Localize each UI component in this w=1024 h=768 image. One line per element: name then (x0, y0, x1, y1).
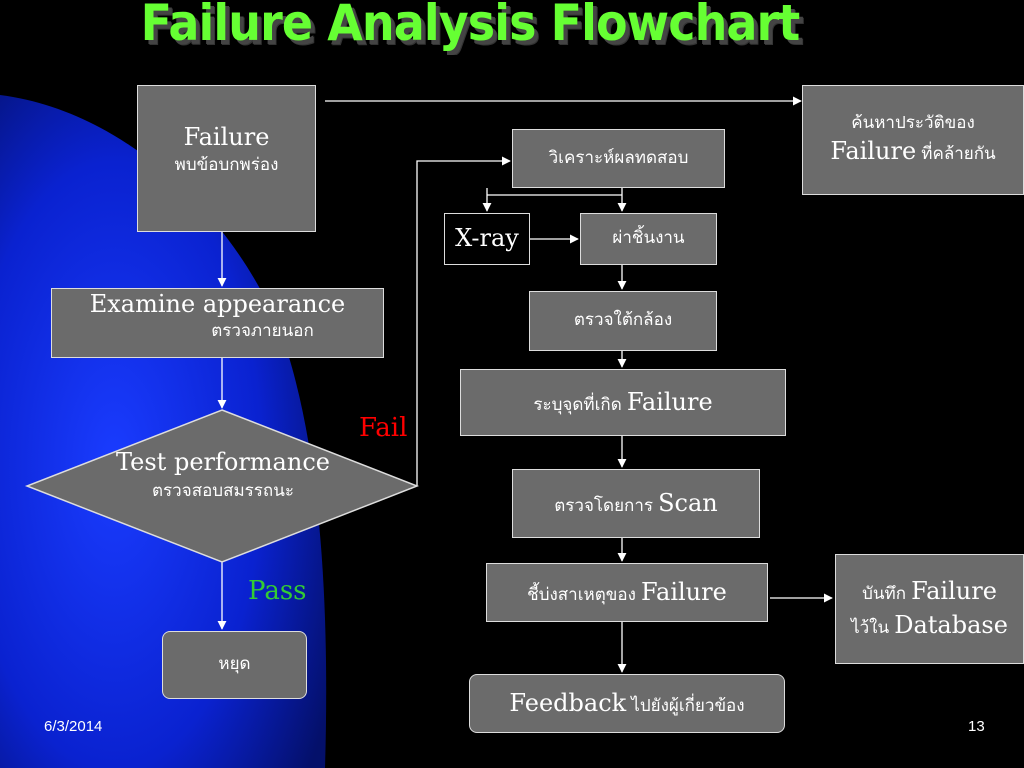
node-test-label: Test performance (116, 448, 330, 476)
test-performance-diamond (24, 409, 420, 563)
node-locate-text: ระบุจุดที่เกิด Failure (533, 387, 713, 417)
node-record-en2: Database (894, 611, 1008, 639)
node-xray-label: X-ray (455, 224, 519, 253)
node-feedback-en: Feedback (509, 688, 627, 717)
slide-page-number: 13 (968, 718, 985, 735)
node-feedback-th: ไปยังผู้เกี่ยวข้อง (631, 695, 745, 716)
node-locate-th: ระบุจุดที่เกิด (533, 394, 622, 415)
node-analyze-label: วิเคราะห์ผลทดสอบ (548, 147, 689, 168)
node-record-th2: ไว้ใน (851, 618, 890, 638)
node-test: Test performance ตรวจสอบสมรรถนะ (28, 448, 418, 501)
node-history-th: ที่คล้ายกัน (921, 143, 996, 164)
arrow-test-fail-to-analyze (416, 156, 511, 486)
slide-date: 6/3/2014 (44, 718, 103, 735)
node-failure-sublabel: พบข้อบกพร่อง (174, 154, 279, 175)
node-xray: X-ray (444, 213, 530, 265)
node-record-line2: ไว้ใน Database (851, 611, 1008, 640)
node-examine-sublabel: ตรวจภายนอก (211, 320, 314, 341)
node-history: ค้นหาประวัติของ Failure ที่คล้ายกัน (802, 85, 1024, 195)
node-cause-en: Failure (641, 577, 727, 606)
node-microscope: ตรวจใต้กล้อง (529, 291, 717, 351)
node-scan: ตรวจโดยการ Scan (512, 469, 760, 538)
edge-label-pass: Pass (248, 576, 307, 606)
node-cause: ชี้บ่งสาเหตุของ Failure (486, 563, 768, 622)
node-examine-label: Examine appearance (89, 290, 346, 318)
node-analyze: วิเคราะห์ผลทดสอบ (512, 129, 725, 188)
node-stop-label: หยุด (218, 654, 251, 675)
node-history-label: ค้นหาประวัติของ (851, 113, 975, 134)
node-record-line1: บันทึก Failure (862, 578, 997, 606)
node-locate: ระบุจุดที่เกิด Failure (460, 369, 786, 436)
edge-label-fail: Fail (359, 413, 408, 443)
node-failure: Failure พบข้อบกพร่อง (137, 85, 316, 232)
node-history-line2: Failure ที่คล้ายกัน (830, 136, 996, 166)
node-cause-th: ชี้บ่งสาเหตุของ (527, 584, 636, 605)
node-locate-en: Failure (626, 387, 713, 416)
slide-title: Failure Analysis Flowchart (140, 0, 801, 52)
node-cause-text: ชี้บ่งสาเหตุของ Failure (527, 577, 727, 607)
node-record-en1: Failure (911, 577, 997, 606)
node-record-th1: บันทึก (862, 584, 906, 605)
node-feedback: Feedback ไปยังผู้เกี่ยวข้อง (469, 674, 785, 733)
blue-swoosh-shape (0, 95, 327, 768)
node-scan-th: ตรวจโดยการ (554, 495, 654, 516)
node-failure-label: Failure (183, 123, 270, 151)
node-scan-en: Scan (658, 488, 718, 517)
node-stop: หยุด (162, 631, 307, 699)
node-microscope-label: ตรวจใต้กล้อง (573, 310, 673, 331)
node-history-en: Failure (830, 136, 917, 165)
node-scan-text: ตรวจโดยการ Scan (554, 488, 718, 518)
node-feedback-text: Feedback ไปยังผู้เกี่ยวข้อง (509, 688, 745, 718)
node-cut: ผ่าชิ้นงาน (580, 213, 717, 265)
node-examine: Examine appearance ตรวจภายนอก (51, 288, 384, 358)
node-test-sublabel: ตรวจสอบสมรรถนะ (152, 480, 294, 501)
node-cut-label: ผ่าชิ้นงาน (612, 228, 685, 249)
node-record: บันทึก Failure ไว้ใน Database (835, 554, 1024, 664)
